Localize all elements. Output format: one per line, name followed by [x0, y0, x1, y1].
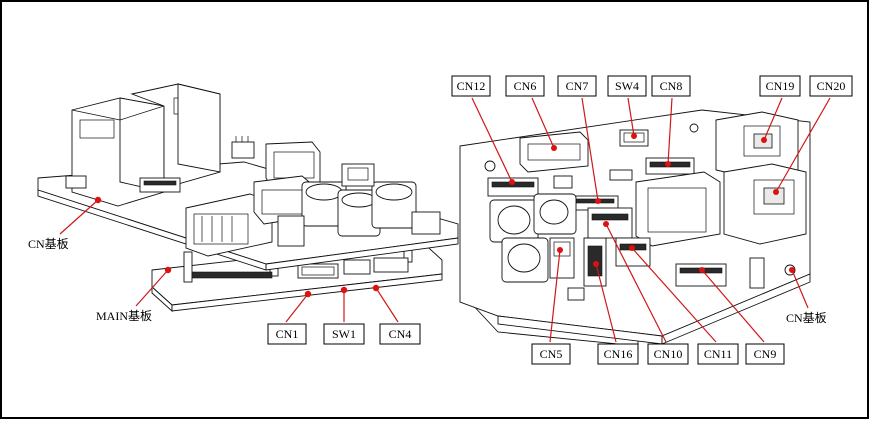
label-box-cn9 [745, 343, 785, 365]
rj45-jacks-right [715, 111, 807, 245]
label-box-sw4 [607, 75, 647, 97]
label-cn20: CN20 [817, 79, 846, 93]
label-box-cn20 [809, 75, 853, 97]
label-cn6: CN6 [514, 79, 537, 93]
label-box-cn10 [647, 343, 689, 365]
label-cn11: CN11 [704, 347, 732, 361]
label-cn-board-left: CN基板 [28, 237, 69, 251]
label-box-cn12 [451, 75, 491, 97]
label-cn12: CN12 [457, 79, 486, 93]
label-main-board: MAIN基板 [96, 309, 152, 323]
connector-block [185, 141, 321, 257]
label-cn4: CN4 [389, 327, 412, 341]
label-cn16: CN16 [604, 347, 633, 361]
inductors-left [301, 163, 417, 237]
label-box-cn8 [651, 75, 691, 97]
label-sw4: SW4 [615, 79, 639, 93]
inductors-right [489, 193, 577, 283]
label-box-cn1 [267, 323, 307, 345]
label-box-cn19 [759, 75, 801, 97]
label-box-cn7 [557, 75, 597, 97]
label-cn7: CN7 [566, 79, 589, 93]
label-cn5: CN5 [540, 347, 563, 361]
label-cn-board-right: CN基板 [786, 311, 827, 325]
label-box-cn4 [379, 323, 421, 345]
label-cn10: CN10 [654, 347, 683, 361]
right-assembly [459, 97, 831, 347]
label-box-cn11 [697, 343, 739, 365]
label-box-cn5 [531, 343, 571, 365]
label-sw1: SW1 [332, 327, 356, 341]
label-box-cn6 [505, 75, 545, 97]
label-box-cn16 [597, 343, 639, 365]
left-assembly [37, 83, 459, 323]
label-cn9: CN9 [754, 347, 777, 361]
label-box-sw1 [323, 323, 365, 345]
callout-labels: CN12 CN6 CN7 SW4 CN8 CN19 CN20 CN5 CN16 … [28, 75, 853, 365]
label-cn8: CN8 [660, 79, 683, 93]
label-cn19: CN19 [766, 79, 795, 93]
label-cn1: CN1 [276, 327, 299, 341]
